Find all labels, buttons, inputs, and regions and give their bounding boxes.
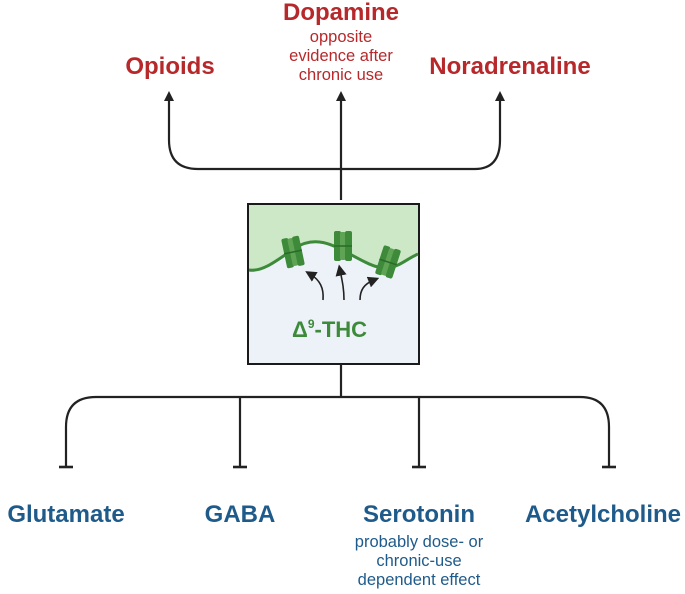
synapse-box bbox=[247, 203, 420, 365]
noradrenaline-label: Noradrenaline bbox=[429, 53, 591, 80]
cannabinoid-receptor-icon bbox=[375, 245, 401, 279]
serotonin-note: probably dose- or chronic-use dependent … bbox=[329, 533, 509, 590]
thc-superscript: 9 bbox=[307, 317, 315, 331]
dopamine-note-line: opposite bbox=[309, 28, 373, 46]
serotonin-label: Serotonin bbox=[363, 501, 475, 528]
dopamine-note: opposite evidence after chronic use bbox=[241, 28, 441, 85]
arrow-up-icon bbox=[336, 91, 346, 101]
cannabinoid-receptor-icon bbox=[281, 235, 305, 269]
dopamine-note-line: chronic use bbox=[298, 66, 384, 84]
arrow-up-icon bbox=[495, 91, 505, 101]
gaba-label: GABA bbox=[204, 501, 276, 528]
arrow-up-icon bbox=[164, 91, 174, 101]
extracellular-region bbox=[249, 205, 418, 271]
dopamine-label: Dopamine bbox=[282, 0, 399, 26]
thc-label: Δ9-THC bbox=[292, 312, 367, 342]
cannabinoid-receptor-icon bbox=[334, 231, 352, 261]
glutamate-label: Glutamate bbox=[7, 501, 125, 528]
serotonin-note-line: probably dose- or bbox=[354, 533, 484, 551]
thc-suffix: -THC bbox=[314, 317, 368, 342]
serotonin-note-line: dependent effect bbox=[357, 571, 481, 589]
opioids-label: Opioids bbox=[125, 53, 215, 80]
curved-arrow-icon bbox=[359, 276, 380, 301]
acetylcholine-label: Acetylcholine bbox=[524, 501, 682, 528]
inhibition-bracket bbox=[64, 364, 611, 466]
curved-arrow-icon bbox=[335, 264, 347, 301]
dopamine-note-line: evidence after bbox=[289, 47, 393, 65]
serotonin-note-line: chronic-use bbox=[376, 552, 462, 570]
thc-delta: Δ bbox=[292, 317, 308, 342]
stimulation-bracket bbox=[167, 96, 502, 200]
curved-arrow-icon bbox=[305, 271, 324, 301]
